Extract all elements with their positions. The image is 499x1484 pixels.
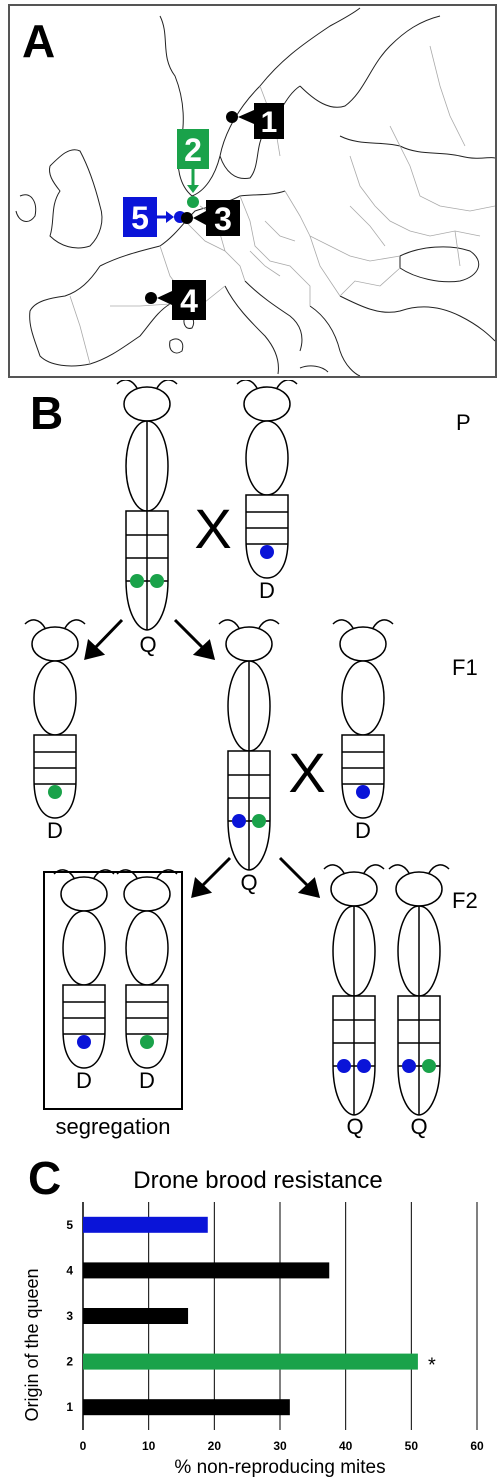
site-1-arrow xyxy=(238,110,254,124)
site-2-dot xyxy=(187,196,199,208)
site-4-arrow xyxy=(157,291,172,305)
arrow xyxy=(173,618,207,652)
chart-title: Drone brood resistance xyxy=(133,1167,382,1194)
generation-f1: F1 xyxy=(452,655,478,680)
allele-blue xyxy=(356,785,370,799)
x-tick-label: 0 xyxy=(80,1439,87,1453)
f1-drone-left xyxy=(24,619,86,819)
site-3-dot xyxy=(181,212,193,224)
site-5-label: 5 xyxy=(131,200,149,236)
site-2-label: 2 xyxy=(184,132,202,168)
arrow xyxy=(278,856,312,890)
f1-drone-right-label: D xyxy=(355,818,371,843)
x-tick-label: 20 xyxy=(208,1439,222,1453)
allele-green xyxy=(48,785,62,799)
site-3-arrow xyxy=(193,211,206,225)
panel-label-c: C xyxy=(28,1152,62,1204)
p-queen xyxy=(116,380,178,631)
bar-origin-1 xyxy=(83,1399,290,1416)
site-5-arrow xyxy=(166,211,174,223)
allele-green xyxy=(140,1035,154,1049)
site-3-box xyxy=(206,200,240,236)
coastlines xyxy=(15,7,495,376)
allele-green xyxy=(422,1059,436,1073)
segregation-caption: segregation xyxy=(56,1114,171,1139)
allele-blue xyxy=(337,1059,351,1073)
f2-queen-blue-green xyxy=(388,864,450,1116)
y-tick-label: 2 xyxy=(66,1355,73,1369)
site-5-box xyxy=(123,197,157,237)
site-2-arrow xyxy=(187,185,199,193)
x-tick-label: 50 xyxy=(405,1439,419,1453)
arrow xyxy=(91,618,124,652)
generation-p: P xyxy=(456,410,471,435)
y-tick-label: 3 xyxy=(66,1309,73,1323)
generation-f2: F2 xyxy=(452,888,478,913)
site-2-box xyxy=(177,129,209,169)
f1-queen-label: Q xyxy=(240,870,257,895)
p-cross-symbol: X xyxy=(194,497,231,560)
y-tick-label: 4 xyxy=(66,1263,73,1277)
p-drone-label: D xyxy=(259,578,275,603)
site-1-dot xyxy=(226,111,238,123)
allele-green xyxy=(252,814,266,828)
x-tick-label: 10 xyxy=(142,1439,156,1453)
site-1-box xyxy=(254,103,284,139)
site-1-label: 1 xyxy=(261,106,278,139)
site-3-label: 3 xyxy=(214,201,232,237)
bar-origin-3 xyxy=(83,1308,189,1324)
arrow-head xyxy=(84,639,106,661)
f2-queen-2-label: Q xyxy=(410,1114,427,1139)
arrow-head xyxy=(191,877,213,899)
allele-blue xyxy=(402,1059,416,1073)
f2-drone-green xyxy=(116,869,178,1069)
f2-queen-1-label: Q xyxy=(346,1114,363,1139)
chart-y-axis-label: Origin of the queen xyxy=(22,1268,42,1421)
panel-label-b: B xyxy=(30,387,64,439)
x-tick-label: 40 xyxy=(339,1439,353,1453)
arrow xyxy=(198,856,232,890)
p-drone xyxy=(236,380,298,579)
bar-origin-5 xyxy=(83,1216,208,1233)
allele-blue xyxy=(232,814,246,828)
y-tick-label: 1 xyxy=(66,1400,73,1414)
significance-marker: * xyxy=(428,1355,436,1377)
x-tick-label: 30 xyxy=(273,1439,287,1453)
f2-drone-blue-label: D xyxy=(76,1068,92,1093)
arrow-head xyxy=(192,639,216,661)
f1-drone-left-label: D xyxy=(47,818,63,843)
allele-green xyxy=(150,574,164,588)
europe-map: 1 2 5 3 4 xyxy=(15,7,495,376)
allele-blue xyxy=(77,1035,91,1049)
drone-resistance-chart: Drone brood resistance Origin of the que… xyxy=(22,1167,484,1478)
chart-x-axis-label: % non-reproducing mites xyxy=(174,1457,385,1478)
crossing-scheme: Q X D D Q X D D xyxy=(24,380,450,1139)
allele-blue xyxy=(357,1059,371,1073)
arrows-f1-f2 xyxy=(191,856,321,899)
f1-drone-right xyxy=(332,619,394,819)
bar-origin-2 xyxy=(83,1353,418,1370)
site-4-dot xyxy=(145,292,157,304)
arrows-p-f1 xyxy=(84,618,216,661)
f2-drone-blue xyxy=(53,869,115,1069)
site-4-box xyxy=(172,280,206,320)
allele-green xyxy=(130,574,144,588)
site-4-label: 4 xyxy=(180,283,198,319)
arrow-head xyxy=(297,877,321,899)
allele-blue xyxy=(260,545,274,559)
f1-cross-symbol: X xyxy=(288,741,325,804)
bar-origin-4 xyxy=(83,1262,330,1279)
y-tick-label: 5 xyxy=(66,1218,73,1232)
f2-drone-green-label: D xyxy=(139,1068,155,1093)
segregation-box xyxy=(43,871,183,1110)
panel-label-a: A xyxy=(22,15,56,67)
f1-queen xyxy=(218,619,280,871)
map-panel: 1 2 5 3 4 xyxy=(8,4,497,378)
x-tick-label: 60 xyxy=(470,1439,484,1453)
p-queen-label: Q xyxy=(139,632,156,657)
f2-queen-blue-blue xyxy=(323,864,385,1116)
